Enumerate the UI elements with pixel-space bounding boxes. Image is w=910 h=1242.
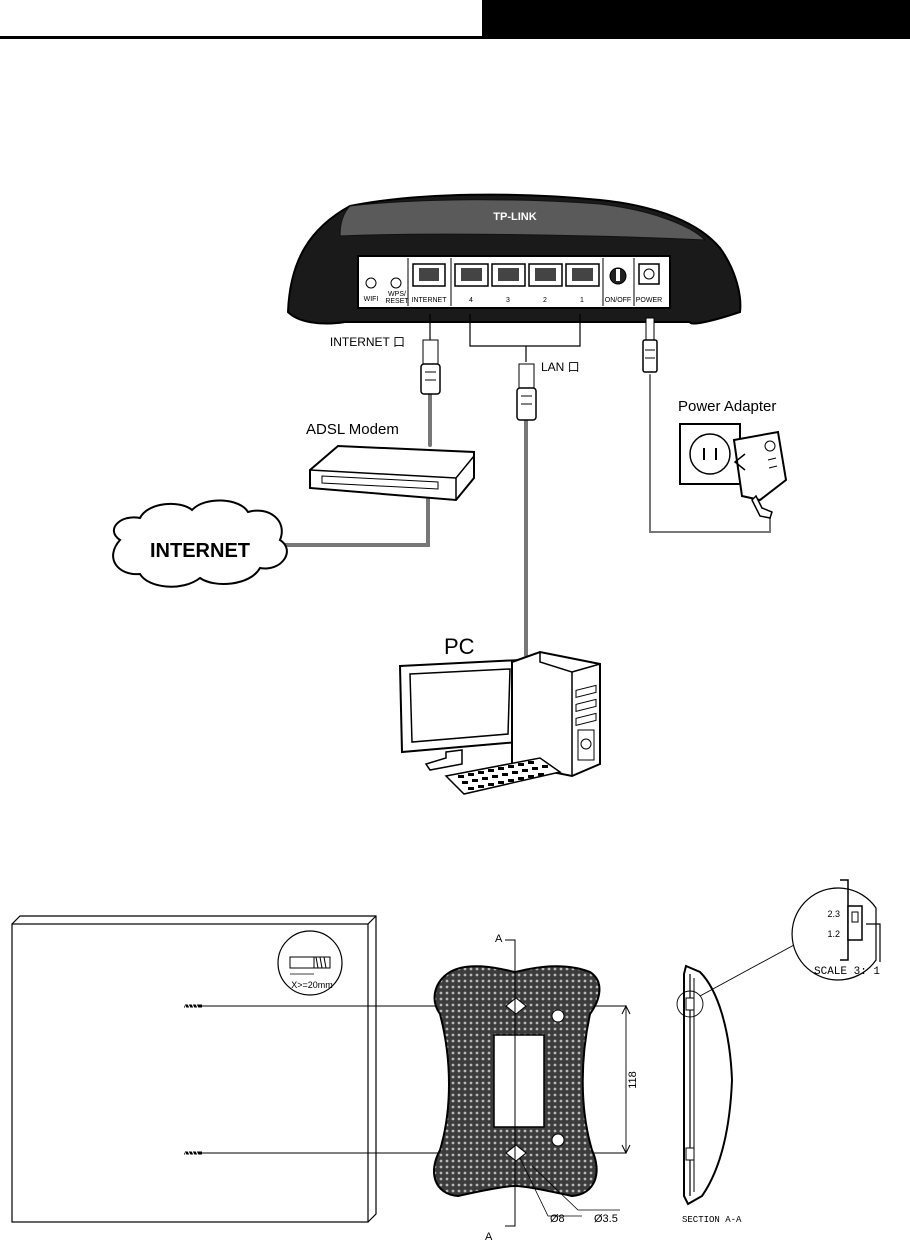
spacing-value: 118 — [627, 1071, 639, 1089]
section-title: SECTION A-A — [682, 1215, 742, 1225]
pc — [400, 652, 600, 794]
router: TP-LINK WIFI WPS/ RESET INTERNET 4 3 2 1… — [288, 195, 740, 324]
lan-3-label: 3 — [506, 297, 510, 304]
reset-label: RESET — [385, 298, 409, 305]
lan-2-label: 2 — [543, 297, 547, 304]
power-plug — [643, 318, 657, 372]
screw-detail: X>=20mm — [278, 931, 342, 995]
lan-4-label: 4 — [469, 297, 473, 304]
lan-plug — [517, 364, 536, 420]
internet-port-caption: INTERNET 口 — [330, 335, 405, 349]
router-brand: TP-LINK — [493, 211, 536, 223]
detail-scale: SCALE 3: 1 — [814, 966, 880, 978]
internet-port-label: INTERNET — [412, 297, 448, 304]
adsl-modem — [310, 446, 474, 500]
section-marker-top: A — [495, 933, 503, 945]
spacing-dimension: 118 — [622, 1006, 639, 1153]
wps-label: WPS/ — [388, 291, 406, 298]
lan-1-label: 1 — [580, 297, 584, 304]
power-label: POWER — [636, 297, 662, 304]
screw-note: X>=20mm — [291, 980, 333, 990]
internet-plug — [421, 340, 440, 394]
modem-to-cloud-cable — [282, 498, 428, 545]
power-jack[interactable] — [639, 264, 659, 284]
hole-small-label: Ø3.5 — [594, 1213, 618, 1225]
power-adapter — [680, 424, 786, 518]
lan-port-caption: LAN 口 — [541, 360, 580, 374]
hole-large-label: Ø8 — [550, 1213, 565, 1225]
section-marker-bottom: A — [485, 1231, 493, 1242]
router-bottom-view — [434, 966, 599, 1196]
detail-dim-1: 2.3 — [827, 909, 840, 919]
adsl-modem-label: ADSL Modem — [306, 421, 399, 438]
internet-cloud-label: INTERNET — [150, 540, 250, 562]
detail-dim-2: 1.2 — [827, 929, 840, 939]
wifi-label: WIFI — [364, 296, 379, 303]
power-adapter-label: Power Adapter — [678, 398, 776, 415]
detail-view: 2.3 1.2 SCALE 3: 1 — [792, 880, 880, 980]
pc-label: PC — [444, 634, 475, 659]
internet-cloud: INTERNET — [113, 500, 287, 586]
onoff-label: ON/OFF — [605, 297, 631, 304]
